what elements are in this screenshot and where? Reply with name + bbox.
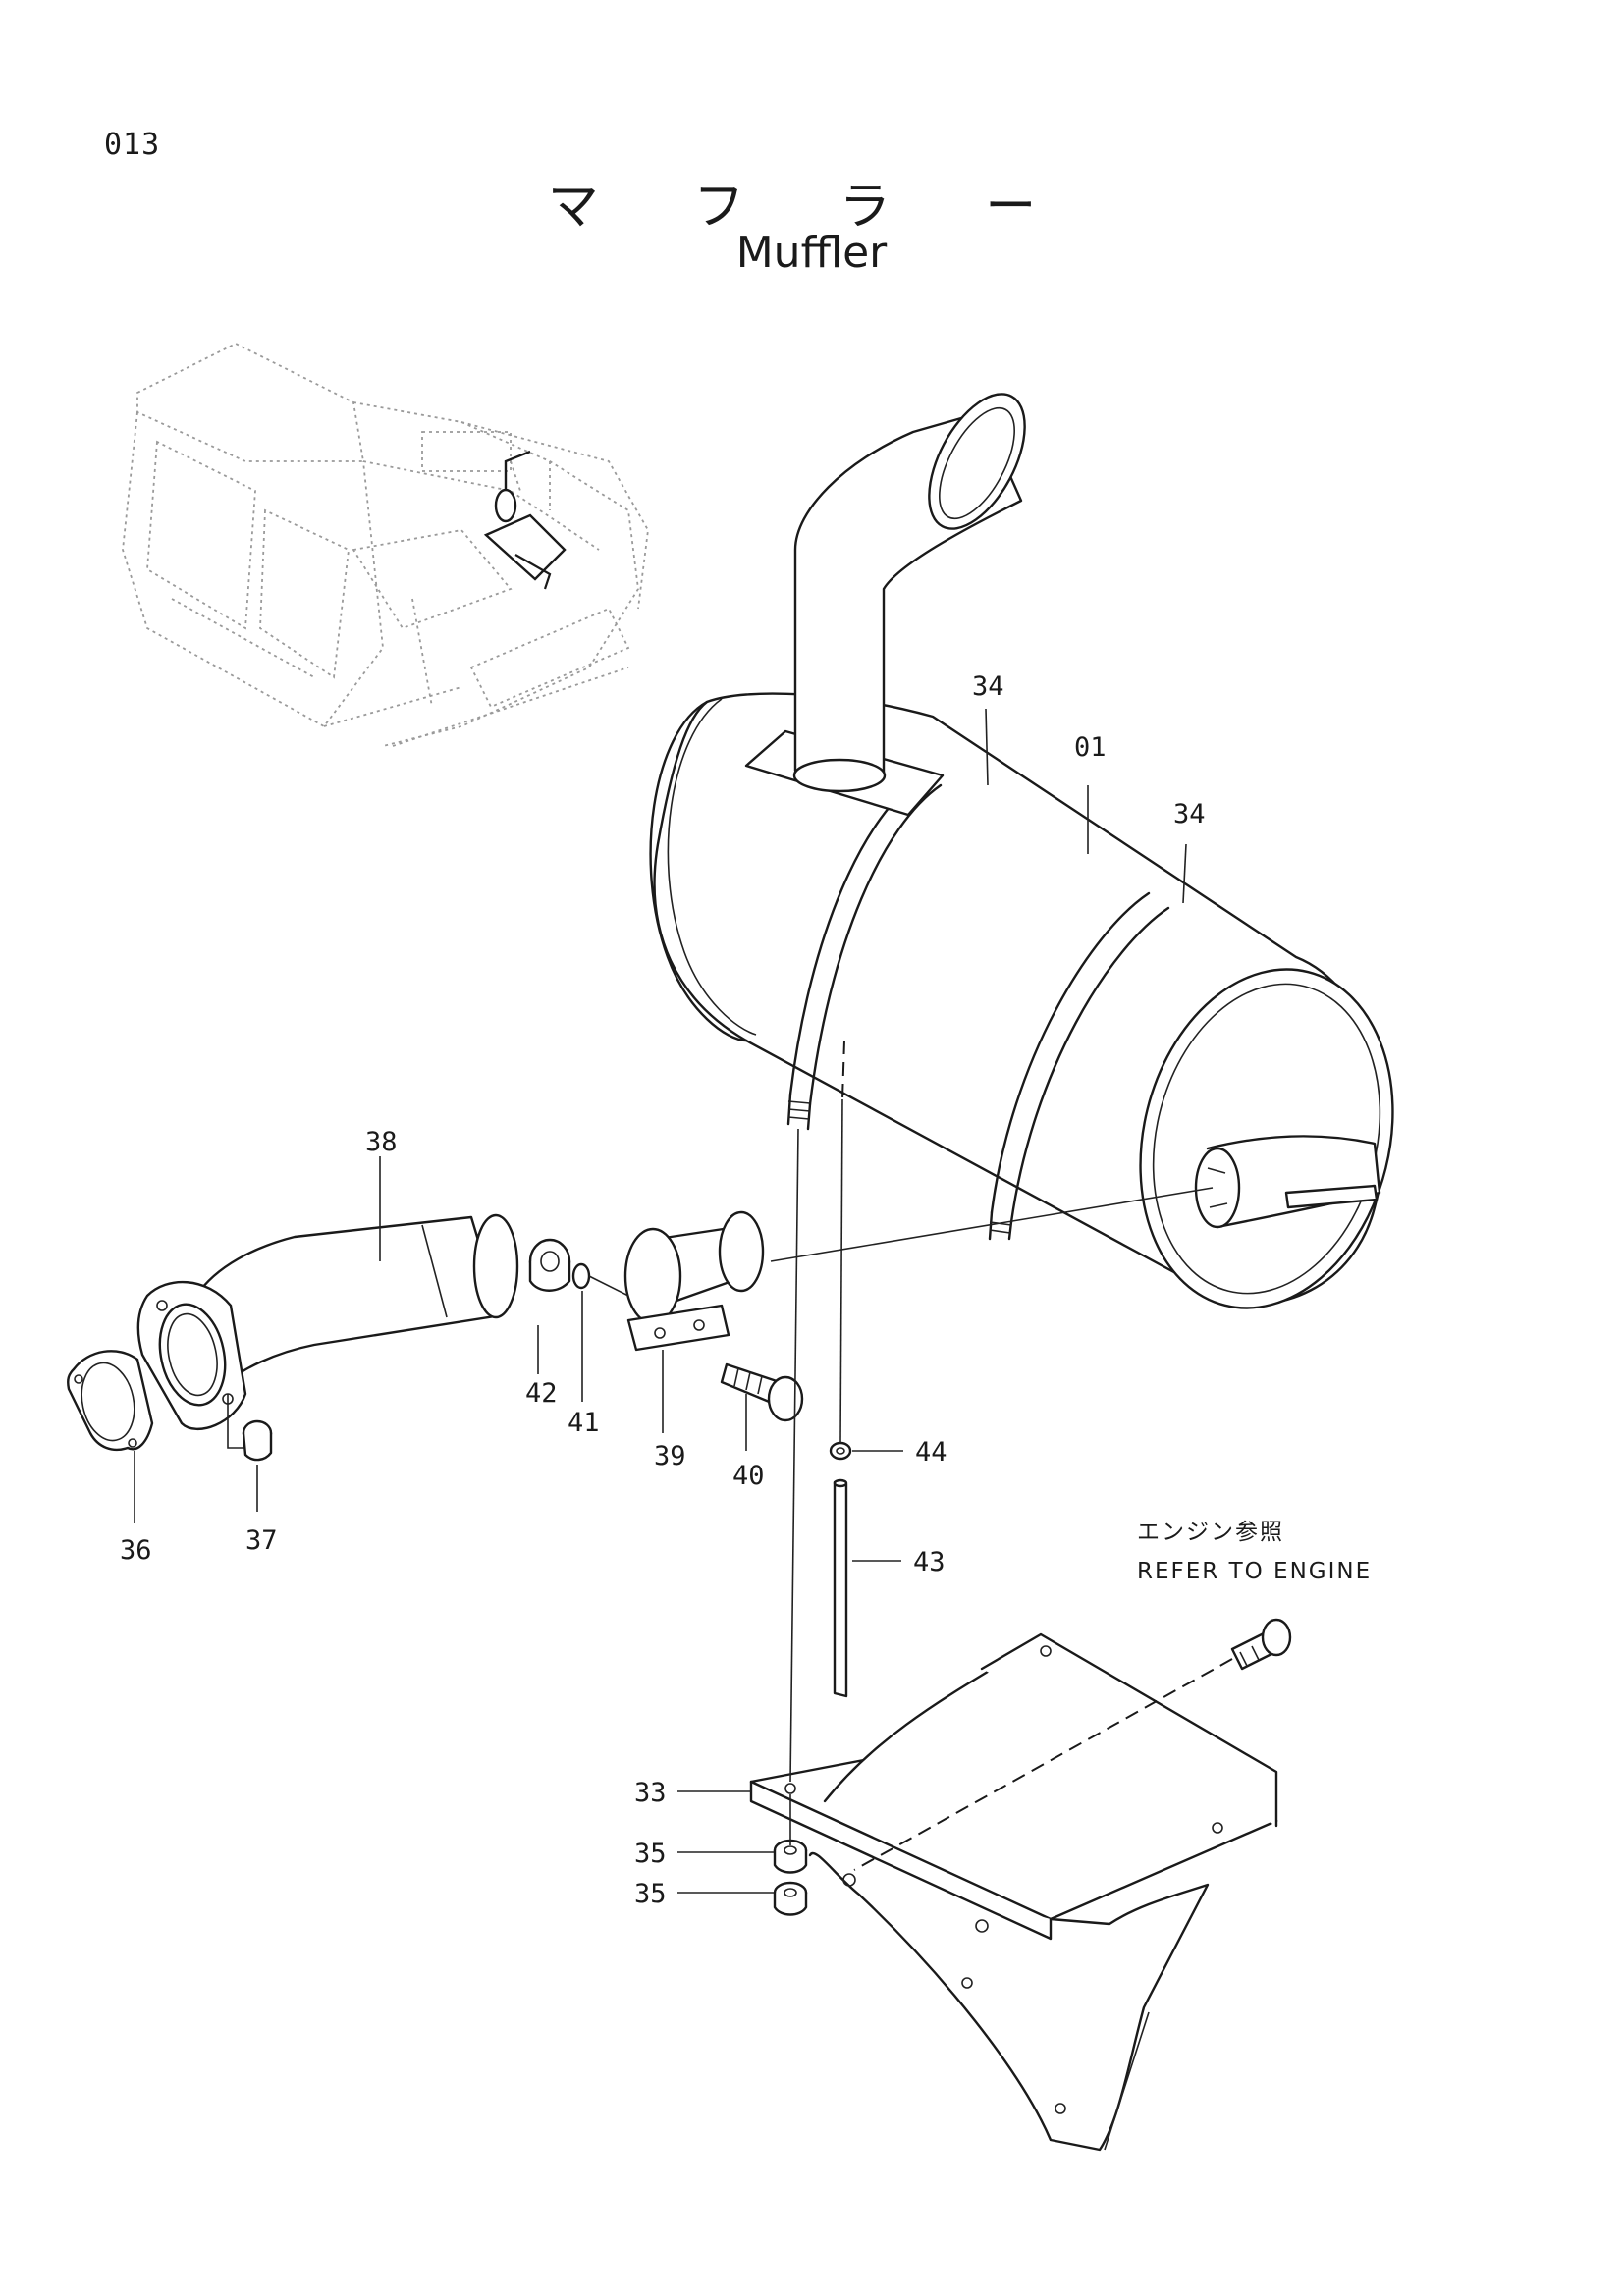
flange-nut: [227, 1394, 273, 1462]
callout-35-upper: 35: [634, 1839, 667, 1869]
nut-35-upper: [773, 1839, 808, 1874]
callout-33: 33: [634, 1778, 667, 1808]
page-title-english: Muffler: [735, 228, 888, 278]
muffler-bracket: [749, 1632, 1278, 2152]
assembly-lines: [588, 1040, 1233, 1871]
callout-43: 43: [913, 1547, 946, 1577]
callout-39: 39: [654, 1441, 686, 1471]
page-title-japanese: マ フ ラ ー: [547, 178, 1076, 237]
callout-37: 37: [245, 1525, 278, 1556]
callout-labels: 01 33 34 34 35 35 36 37 38 39 40 41 42 4…: [120, 671, 1206, 1909]
engine-mount-bolt: [1230, 1618, 1292, 1671]
note-english: REFER TO ENGINE: [1137, 1559, 1372, 1584]
callout-34-front-band: 34: [972, 671, 1004, 702]
callout-36: 36: [120, 1535, 152, 1566]
note-japanese: エンジン参照: [1137, 1520, 1284, 1545]
excavator-overview-illustration: [122, 342, 649, 747]
stud-43: [833, 1478, 848, 1698]
callout-40: 40: [732, 1461, 765, 1491]
leader-lines: [134, 708, 1187, 1894]
callout-34-rear-band: 34: [1173, 799, 1206, 829]
callout-38: 38: [365, 1127, 398, 1157]
nut-35-lower: [773, 1881, 808, 1916]
muffler-body: [649, 393, 1394, 1309]
callout-35-lower: 35: [634, 1879, 667, 1909]
pipe-clamp: [623, 1210, 765, 1352]
refer-to-engine-note: エンジン参照 REFER TO ENGINE: [1137, 1520, 1372, 1584]
nut-44: [829, 1441, 852, 1461]
callout-42: 42: [525, 1378, 558, 1409]
callout-41: 41: [568, 1408, 600, 1438]
page-number: 013: [104, 128, 161, 162]
bolt-40: [720, 1362, 804, 1422]
nut-42: [528, 1238, 571, 1292]
gasket: [67, 1350, 154, 1452]
overview-muffler-highlight: [483, 450, 567, 590]
callout-44: 44: [915, 1437, 947, 1468]
exhaust-pipe: [136, 1213, 519, 1431]
callout-01: 01: [1074, 732, 1107, 763]
lock-washer-41: [571, 1262, 591, 1290]
